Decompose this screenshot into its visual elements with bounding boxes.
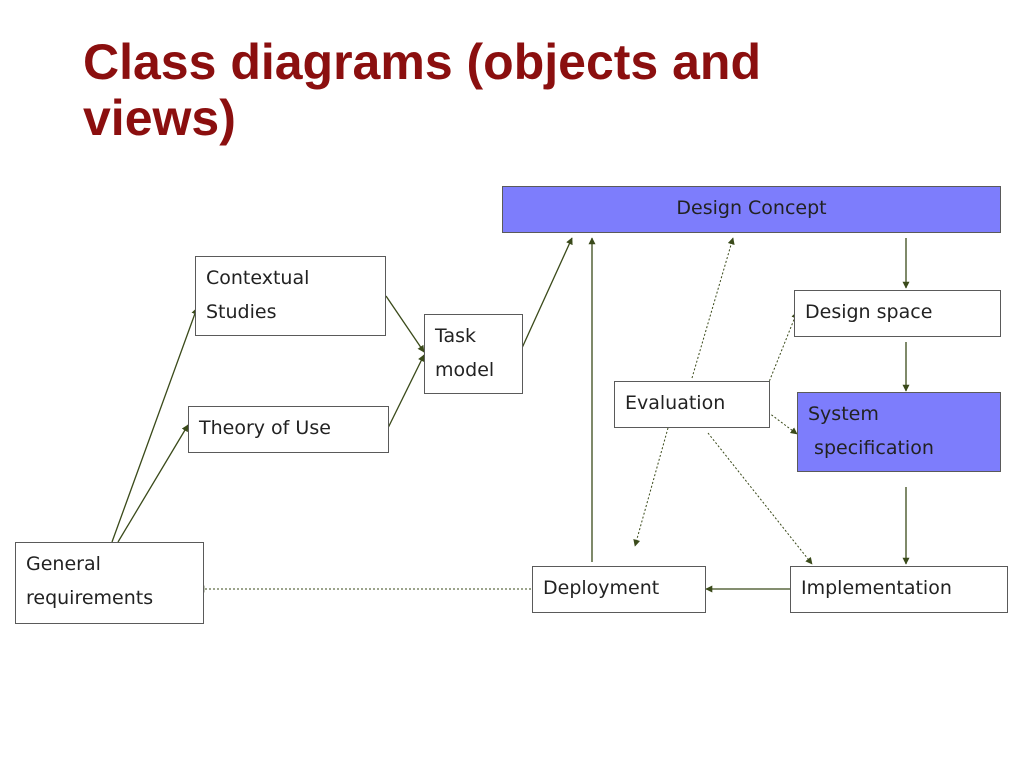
node-general-requirements-line-1: General (26, 553, 101, 575)
node-theory-of-use-label: Theory of Use (199, 417, 331, 439)
edge-evaluation-to-system-specification (764, 409, 798, 435)
node-contextual-studies-line-1: Contextual (206, 267, 310, 289)
node-deployment-label: Deployment (543, 577, 660, 599)
edge-general-requirements-to-contextual-studies (111, 307, 199, 543)
node-design-concept: Design Concept (502, 186, 1001, 233)
edge-evaluation-to-design-concept (691, 237, 735, 379)
slide-title-line-1: Class diagrams (objects and (83, 34, 762, 90)
node-general-requirements: General requirements (15, 542, 204, 624)
node-design-space-label: Design space (805, 301, 933, 323)
edge-task-model-to-design-concept (521, 237, 573, 349)
node-design-space: Design space (794, 290, 1001, 337)
node-task-model-line-2: model (435, 359, 495, 381)
edge-contextual-studies-to-task-model (385, 295, 425, 353)
node-theory-of-use: Theory of Use (188, 406, 389, 453)
edge-evaluation-to-deployment (633, 427, 669, 547)
slide-title-line-2: views) (83, 90, 236, 146)
node-task-model-line-1: Task (435, 325, 477, 347)
edge-evaluation-to-design-space (764, 311, 798, 393)
edge-general-requirements-to-theory-of-use (117, 424, 189, 543)
node-design-concept-label: Design Concept (676, 197, 827, 219)
node-evaluation: Evaluation (614, 381, 770, 428)
node-implementation: Implementation (790, 566, 1008, 613)
node-system-specification: System specification (797, 392, 1001, 472)
node-deployment: Deployment (532, 566, 706, 613)
node-contextual-studies: Contextual Studies (195, 256, 386, 336)
node-implementation-label: Implementation (801, 577, 952, 599)
edge-theory-of-use-to-task-model (387, 354, 425, 429)
node-system-specification-line-1: System (808, 403, 879, 425)
node-task-model: Task model (424, 314, 523, 394)
node-general-requirements-line-2: requirements (26, 587, 154, 609)
node-system-specification-line-2: specification (808, 437, 934, 459)
slide-title: Class diagrams (objects and views) (83, 34, 983, 146)
node-evaluation-label: Evaluation (625, 392, 726, 414)
node-contextual-studies-line-2: Studies (206, 301, 277, 323)
